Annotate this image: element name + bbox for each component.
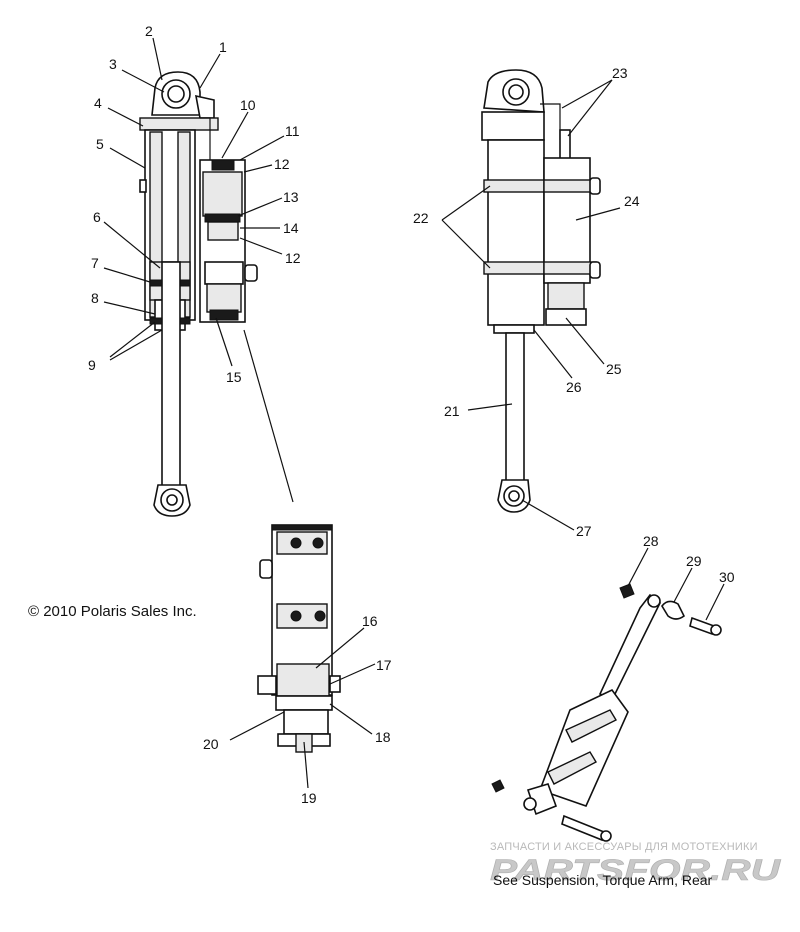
callout-1: 1: [219, 39, 227, 55]
callout-25: 25: [606, 361, 622, 377]
callout-23: 23: [612, 65, 628, 81]
reservoir-detail-cutaway: [257, 524, 341, 753]
callout-26: 26: [566, 379, 582, 395]
watermark-brand: PARTSFOR.RU: [490, 854, 782, 887]
callout-10: 10: [240, 97, 256, 113]
callout-20: 20: [203, 736, 219, 752]
copyright-notice: © 2010 Polaris Sales Inc.: [28, 603, 197, 620]
small-shock-exploded: [491, 583, 722, 842]
callout-30: 30: [719, 569, 735, 585]
callout-14: 14: [283, 220, 299, 236]
callout-9: 9: [88, 357, 96, 373]
callout-4: 4: [94, 95, 102, 111]
callout-21: 21: [444, 403, 460, 419]
callout-2: 2: [145, 23, 153, 39]
callout-15: 15: [226, 369, 242, 385]
leader-lines: [103, 37, 725, 789]
callout-29: 29: [686, 553, 702, 569]
callout-16: 16: [362, 613, 378, 629]
detail-leader-line: [243, 329, 294, 503]
callout-8: 8: [91, 290, 99, 306]
callout-24: 24: [624, 193, 640, 209]
callout-18: 18: [375, 729, 391, 745]
right-shock-assembled: [481, 69, 601, 513]
callout-19: 19: [301, 790, 317, 806]
see-also-note: See Suspension, Torque Arm, Rear: [493, 872, 713, 888]
callout-11: 11: [285, 123, 300, 139]
callout-13: 13: [283, 189, 299, 205]
callout-27: 27: [576, 523, 592, 539]
callout-28: 28: [643, 533, 659, 549]
callout-labels: 1 2 3 4 5 6 7 8 9 10 11 12 12 13 14 15 1…: [88, 23, 735, 806]
callout-12a: 12: [274, 156, 290, 172]
callout-5: 5: [96, 136, 104, 152]
callout-17: 17: [376, 657, 392, 673]
left-shock-cutaway: [139, 71, 258, 517]
callout-12b: 12: [285, 250, 301, 266]
callout-22: 22: [413, 210, 429, 226]
callout-7: 7: [91, 255, 99, 271]
callout-3: 3: [109, 56, 117, 72]
callout-6: 6: [93, 209, 101, 225]
watermark-tagline: ЗАПЧАСТИ И АКСЕССУАРЫ ДЛЯ МОТОТЕХНИКИ: [490, 841, 758, 853]
